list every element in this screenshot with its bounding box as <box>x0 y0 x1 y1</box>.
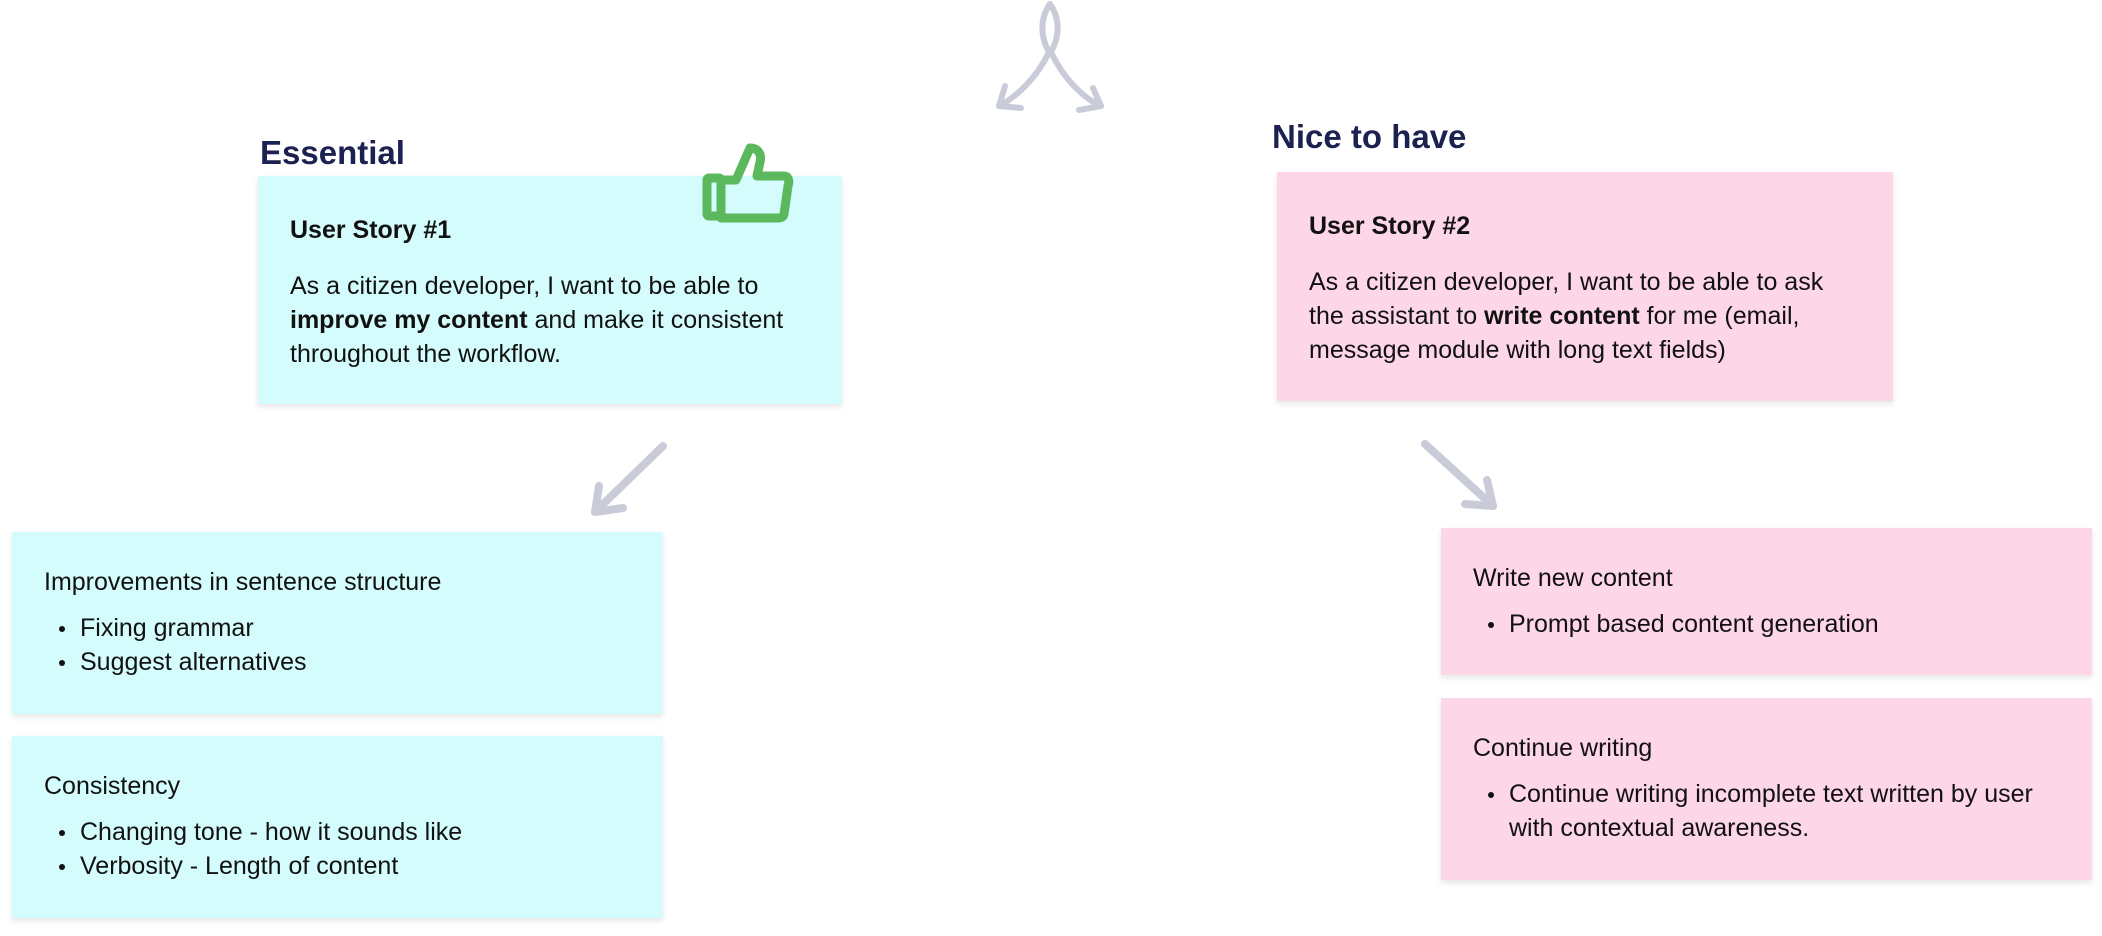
split-arrow-icon <box>996 1 1104 113</box>
story-title: User Story #1 <box>290 216 452 244</box>
card-continue-writing: Continue writing Continue writing incomp… <box>1441 698 2092 880</box>
list-item: Suggest alternatives <box>44 645 643 679</box>
arrow-down-left-icon <box>591 442 667 516</box>
card-title: Improvements in sentence structure <box>44 568 442 596</box>
card-title: Write new content <box>1473 564 1673 592</box>
list-item: Continue writing incomplete text written… <box>1473 777 2064 845</box>
list-item: Changing tone - how it sounds like <box>44 815 643 849</box>
card-sentence-structure: Improvements in sentence structure Fixin… <box>12 532 663 714</box>
card-list: Prompt based content generation <box>1473 607 2072 641</box>
story-emphasis: improve my content <box>290 306 528 334</box>
card-list: Continue writing incomplete text written… <box>1473 777 2064 845</box>
card-write-new-content: Write new content Prompt based content g… <box>1441 528 2092 675</box>
story-text: As a citizen developer, I want to be abl… <box>1309 268 1824 364</box>
card-list: Changing tone - how it sounds like Verbo… <box>44 815 643 883</box>
card-list: Fixing grammar Suggest alternatives <box>44 611 643 679</box>
thumbs-up-icon <box>702 143 794 223</box>
story-text: As a citizen developer, I want to be abl… <box>290 272 784 368</box>
list-item: Fixing grammar <box>44 611 643 645</box>
card-consistency: Consistency Changing tone - how it sound… <box>12 736 663 918</box>
card-title: Consistency <box>44 772 181 800</box>
story-emphasis: write content <box>1484 302 1640 330</box>
story-title: User Story #2 <box>1309 212 1471 240</box>
user-story-2-note: User Story #2 As a citizen developer, I … <box>1277 172 1893 401</box>
list-item: Verbosity - Length of content <box>44 849 643 883</box>
card-title: Continue writing <box>1473 734 1653 762</box>
nice-to-have-heading: Nice to have <box>1272 118 1467 155</box>
list-item: Prompt based content generation <box>1473 607 2072 641</box>
arrow-down-right-icon <box>1421 440 1497 510</box>
essential-heading: Essential <box>260 134 405 171</box>
